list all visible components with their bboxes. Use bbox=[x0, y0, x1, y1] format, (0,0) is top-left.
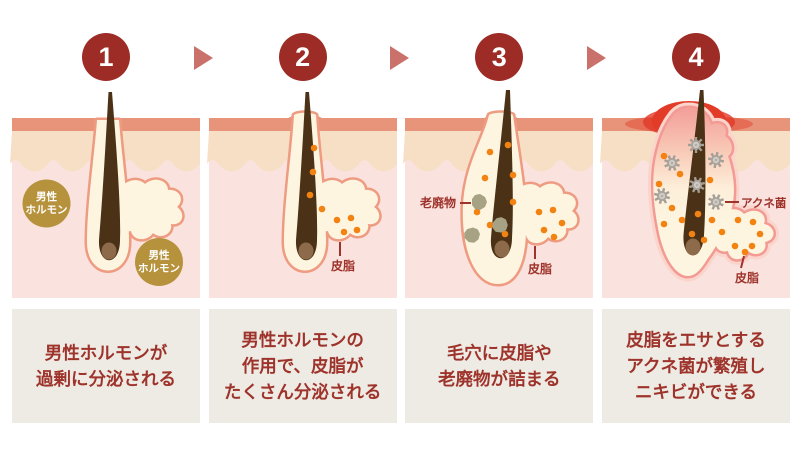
sebum-label: 皮脂 bbox=[330, 258, 355, 273]
illustration-step-2: 皮脂 bbox=[206, 92, 397, 298]
caption-line: 作用で、皮脂が bbox=[241, 356, 364, 376]
caption-step-4: 皮脂をエサとする アクネ菌が繁殖し ニキビができる bbox=[601, 309, 790, 423]
hair-bulb bbox=[494, 240, 510, 258]
hormone-badge-1: 男性 ホルモン bbox=[22, 179, 71, 228]
caption-line: 毛穴に皮脂や bbox=[446, 343, 552, 363]
hair-bulb bbox=[685, 238, 701, 256]
caption-line: アクネ菌が繁殖し bbox=[626, 356, 766, 376]
caption-step-3: 毛穴に皮脂や 老廃物が詰まる bbox=[405, 309, 594, 423]
hormone-badge-1-label-line1: 男性 bbox=[36, 190, 57, 203]
step-1-number-badge: 1 bbox=[82, 33, 130, 81]
hair-bulb bbox=[101, 242, 117, 260]
caption-line: 男性ホルモンの bbox=[241, 330, 364, 350]
caption-line: 男性ホルモンが bbox=[44, 343, 168, 363]
arrow-right-icon bbox=[587, 46, 606, 70]
caption-line: 老廃物が詰まる bbox=[438, 369, 561, 389]
caption-step-2: 男性ホルモンの 作用で、皮脂が たくさん分泌される bbox=[208, 309, 397, 423]
caption-step-1: 男性ホルモンが 過剰に分泌される bbox=[12, 309, 200, 423]
hormone-badge-2-label-line1: 男性 bbox=[149, 249, 170, 262]
sebum-dots bbox=[306, 144, 360, 236]
caption-line: 皮脂をエサとする bbox=[626, 330, 766, 350]
sebum-dots bbox=[655, 152, 764, 256]
illustration-step-3: 老廃物 皮脂 bbox=[403, 90, 594, 298]
step-1-column: 1 男性 ホルモン 男性 ホルモン bbox=[10, 0, 200, 450]
acne-bacteria-label: アクネ菌 bbox=[741, 196, 787, 210]
sebum-label: 皮脂 bbox=[734, 270, 759, 285]
hormone-badge-2: 男性 ホルモン bbox=[135, 238, 183, 286]
step-4-column: 4 bbox=[599, 0, 790, 450]
caption-line: たくさん分泌される bbox=[223, 382, 382, 402]
waste-label: 老廃物 bbox=[420, 195, 456, 210]
caption-line: ニキビができる bbox=[634, 382, 758, 402]
arrow-right-icon bbox=[194, 46, 213, 70]
caption-line: 過剰に分泌される bbox=[36, 369, 176, 389]
step-2-column: 2 皮脂 男性ホルモンの 作用で、皮 bbox=[206, 0, 397, 450]
step-4-number-badge: 4 bbox=[671, 33, 720, 81]
arrow-right-icon bbox=[390, 46, 409, 70]
illustration-step-4: アクネ菌 皮脂 bbox=[599, 90, 790, 298]
sebum-dots bbox=[474, 141, 566, 241]
step-3-column: 3 bbox=[403, 0, 594, 450]
hormone-badge-1-label-line2: ホルモン bbox=[26, 204, 68, 216]
hair-shaft bbox=[491, 90, 514, 259]
hair-bulb bbox=[298, 242, 314, 260]
sebum-label: 皮脂 bbox=[527, 261, 552, 276]
hair-shaft bbox=[98, 92, 121, 261]
illustration-step-1: 男性 ホルモン 男性 ホルモン bbox=[10, 92, 200, 298]
hair-shaft bbox=[295, 92, 317, 261]
step-2-number-badge: 2 bbox=[278, 33, 327, 81]
hormone-badge-2-label-line2: ホルモン bbox=[138, 263, 180, 275]
sebum-label-line bbox=[739, 255, 745, 269]
step-3-number-badge: 3 bbox=[475, 33, 524, 81]
